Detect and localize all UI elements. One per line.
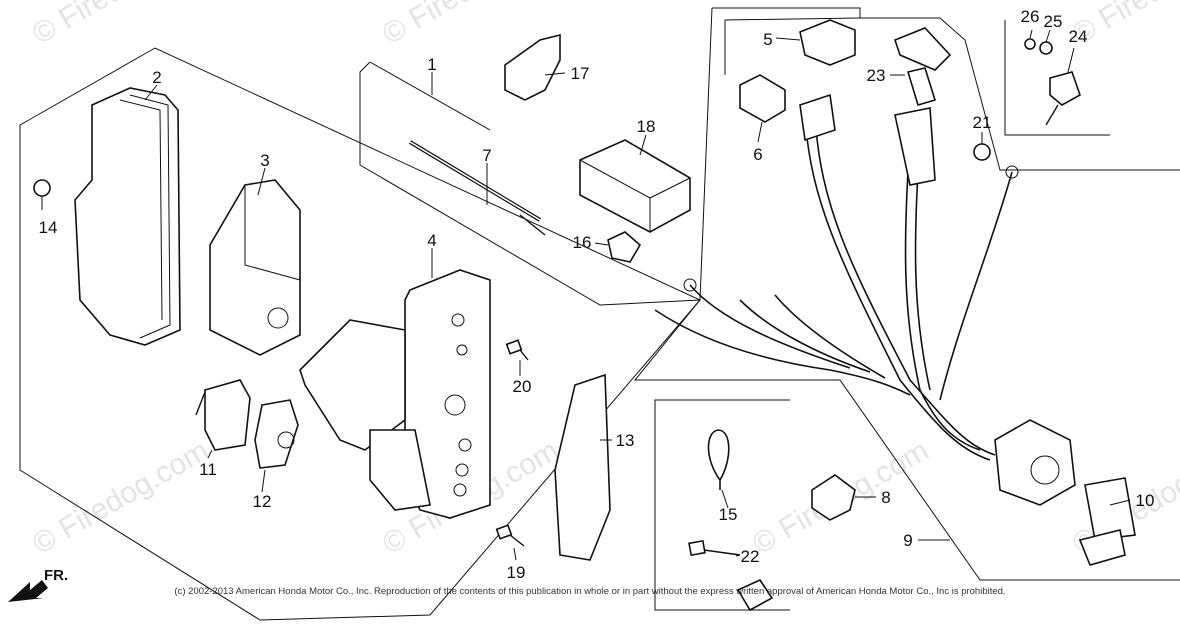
copyright-notice: (c) 2002-2013 American Honda Motor Co., … <box>174 586 1006 597</box>
bolt-22 <box>688 539 741 557</box>
clamp-15 <box>707 429 730 490</box>
callout-12: 12 <box>253 492 272 511</box>
fuse-holder-6 <box>739 74 786 123</box>
callout-16: 16 <box>573 233 592 252</box>
callout-20: 20 <box>513 377 532 396</box>
watermark: © Firedog.com <box>27 434 214 561</box>
grommet-14 <box>33 179 51 197</box>
nut-25 <box>1039 41 1053 55</box>
callouts: 1 2 3 4 5 6 7 8 9 10 11 12 13 14 15 16 1… <box>39 7 1155 582</box>
callout-3: 3 <box>260 151 269 170</box>
callout-5: 5 <box>763 30 772 49</box>
front-label: FR. <box>44 567 68 584</box>
ground-terminal-frame <box>1004 20 1110 136</box>
callout-22: 22 <box>741 547 760 566</box>
callout-19: 19 <box>507 563 526 582</box>
clip-bottom <box>736 578 774 612</box>
harness-group-frame <box>633 7 1180 581</box>
callout-1: 1 <box>427 55 436 74</box>
relay-5 <box>799 19 856 66</box>
callout-25: 25 <box>1044 12 1063 31</box>
choke-rod <box>408 140 546 236</box>
control-panel <box>299 269 491 519</box>
watermark: © Firedog.com <box>27 0 214 51</box>
leader-lines <box>41 29 1131 561</box>
clip-group-frame <box>654 399 790 611</box>
clip-16 <box>607 231 642 263</box>
callout-7: 7 <box>482 146 491 165</box>
callout-9: 9 <box>903 531 912 550</box>
fuse-23 <box>894 27 952 106</box>
callout-23: 23 <box>867 66 886 85</box>
screw-19 <box>495 524 525 547</box>
callout-14: 14 <box>39 218 58 237</box>
control-box-cover <box>74 87 181 346</box>
callout-4: 4 <box>427 231 436 250</box>
plate-13 <box>554 373 611 561</box>
washer-26 <box>1024 38 1036 50</box>
fuse-case <box>579 139 691 233</box>
switch-12 <box>254 399 299 469</box>
screw-20 <box>505 339 529 361</box>
clamp-17 <box>504 33 561 101</box>
callout-6: 6 <box>753 145 762 164</box>
front-direction-arrow: FR. <box>8 567 68 602</box>
callout-11: 11 <box>199 460 217 479</box>
callout-26: 26 <box>1021 7 1040 26</box>
control-box-group-frame <box>19 47 701 621</box>
ignition-switch-10 <box>994 419 1136 566</box>
callout-18: 18 <box>637 117 656 136</box>
callout-21: 21 <box>973 113 992 132</box>
callout-10: 10 <box>1136 491 1155 510</box>
switch-11 <box>195 379 251 451</box>
switch-bracket <box>209 179 301 356</box>
rod-group-bracket <box>359 61 701 306</box>
wire-harness-9 <box>654 93 1019 461</box>
callout-15: 15 <box>719 505 738 524</box>
callout-17: 17 <box>571 64 590 83</box>
callout-13: 13 <box>616 431 635 450</box>
nut-21 <box>973 143 991 161</box>
band-8 <box>811 474 856 521</box>
callout-2: 2 <box>152 68 161 87</box>
callout-8: 8 <box>881 488 890 507</box>
ground-terminal-24 <box>1045 71 1081 126</box>
callout-24: 24 <box>1069 27 1088 46</box>
